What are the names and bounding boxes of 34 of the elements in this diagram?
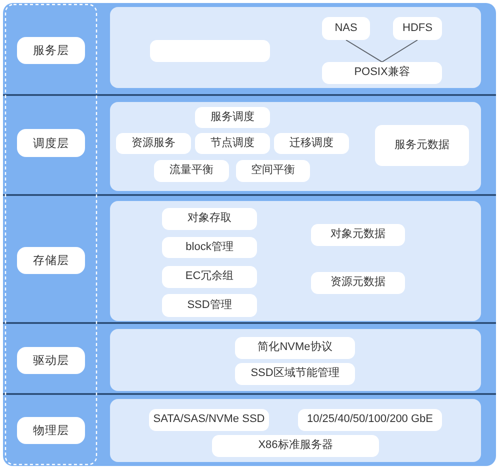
layer-panel: [110, 399, 481, 462]
layer-tag: 服务层: [17, 37, 85, 64]
module-box: 服务元数据: [375, 125, 469, 166]
module-box: 10/25/40/50/100/200 GbE: [298, 409, 442, 431]
module-box: SATA/SAS/NVMe SSD: [149, 409, 269, 431]
module-box: 资源元数据: [311, 272, 405, 294]
connector-line: [382, 40, 418, 62]
module-box: SSD区域节能管理: [235, 363, 355, 385]
module-box: 服务调度: [195, 107, 270, 128]
module-box: NAS: [322, 17, 370, 40]
module-box: 简化NVMe协议: [235, 337, 355, 359]
layer-tag: 驱动层: [17, 347, 85, 374]
module-box: [150, 40, 270, 62]
module-box: 对象元数据: [311, 224, 405, 246]
layer-panel: [110, 201, 481, 321]
module-box: HDFS: [393, 17, 442, 40]
module-box: 流量平衡: [154, 160, 229, 182]
module-box: 对象存取: [162, 208, 257, 230]
module-box: 资源服务: [116, 133, 191, 154]
module-box: 空间平衡: [236, 160, 310, 182]
module-box: X86标准服务器: [212, 435, 379, 457]
layer-panel: [110, 7, 481, 88]
module-box: block管理: [162, 237, 257, 258]
module-box: POSIX兼容: [322, 62, 442, 84]
layer-tag: 存储层: [17, 247, 85, 274]
module-box: SSD管理: [162, 294, 257, 317]
connector-line: [346, 40, 382, 62]
module-box: 节点调度: [195, 133, 270, 154]
layer-panel: [110, 329, 481, 391]
module-box: 迁移调度: [274, 133, 349, 154]
module-box: EC冗余组: [162, 266, 257, 288]
layer-tag: 物理层: [17, 417, 85, 444]
layer-tag: 调度层: [17, 129, 85, 157]
layer-panel: [110, 102, 481, 191]
